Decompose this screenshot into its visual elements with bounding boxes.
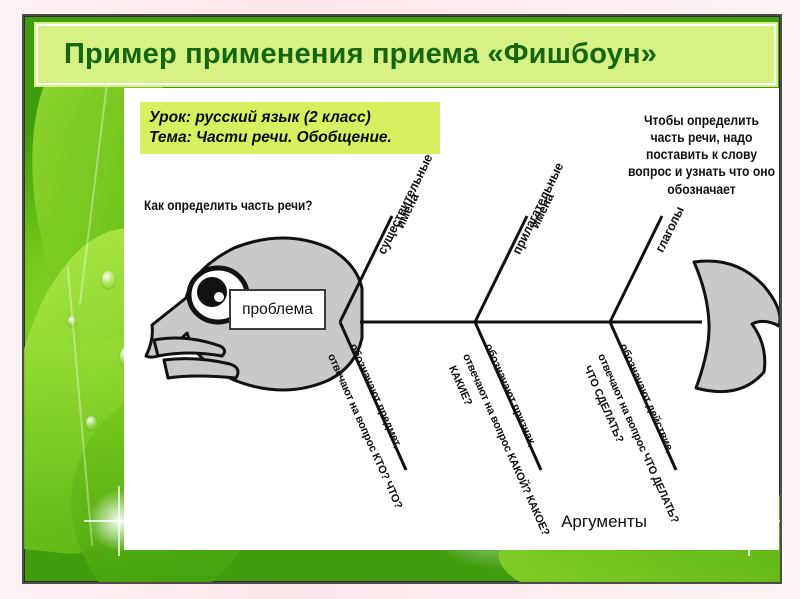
water-droplet	[102, 271, 115, 288]
page-title: Пример применения приема «Фишбоун»	[64, 38, 658, 70]
rib-upper-3	[608, 215, 664, 323]
head-question-label: Как определить часть речи?	[144, 198, 313, 213]
rib-upper-1	[338, 215, 394, 323]
fish-mouth-shape	[152, 336, 227, 358]
water-droplet	[68, 316, 76, 326]
problem-box: проблема	[229, 289, 326, 330]
water-droplet	[86, 416, 97, 430]
arguments-label: Аргументы	[561, 512, 647, 531]
fish-tail-shape	[692, 259, 779, 394]
fish-lower-jaw-shape	[162, 357, 240, 380]
rib-upper-2	[473, 215, 529, 323]
lesson-topic: Тема: Части речи. Обобщение.	[149, 129, 392, 146]
lesson-info-box: Урок: русский язык (2 класс) Тема: Части…	[140, 102, 440, 154]
title-banner: Пример применения приема «Фишбоун»	[36, 24, 776, 85]
conclusion-text: Чтобы определить часть речи, надо постав…	[627, 113, 776, 197]
diagram-canvas: Урок: русский язык (2 класс) Тема: Части…	[124, 88, 779, 550]
fishbone-diagram	[144, 215, 779, 471]
fish-eye-pupil	[197, 277, 227, 307]
lesson-subject: Урок: русский язык (2 класс)	[149, 109, 371, 127]
rib-lower-1	[338, 321, 408, 471]
fish-eye-highlight	[214, 292, 224, 302]
rib-lower-2	[473, 321, 543, 471]
rib-lower-3	[608, 321, 678, 471]
problem-label: проблема	[242, 300, 313, 318]
